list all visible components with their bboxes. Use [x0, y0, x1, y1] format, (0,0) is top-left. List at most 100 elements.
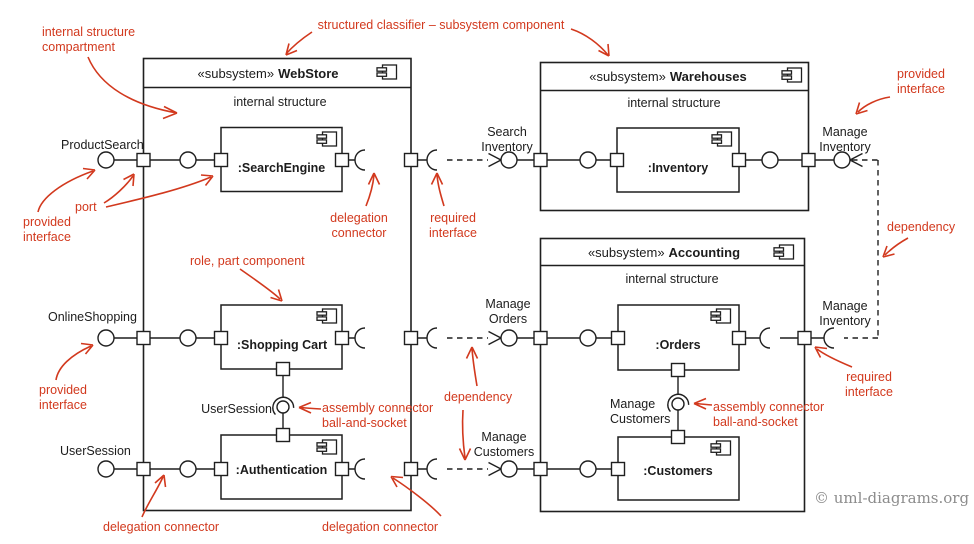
- webstore-title: «subsystem»WebStore: [197, 66, 338, 81]
- assembly-ball: [276, 400, 290, 414]
- accounting-title: «subsystem»Accounting: [588, 245, 740, 260]
- note-role-part-component: role, part component: [190, 254, 305, 268]
- required-interface-socket: [759, 327, 771, 349]
- provided-interface-ball: [579, 460, 597, 478]
- required-interface-socket: [426, 327, 438, 349]
- required-interface-socket: [354, 149, 366, 171]
- note-provided-interface-right: interface: [897, 82, 945, 96]
- provided-interface-ball: [97, 460, 115, 478]
- annotation-arrow: [855, 96, 891, 115]
- accounting-compartment-label: internal structure: [625, 272, 718, 286]
- note-delegation-connector-bottom-mid: delegation connector: [322, 520, 438, 534]
- note-required-interface-right: interface: [845, 385, 893, 399]
- port: [213, 152, 229, 168]
- annotation-arrow: [465, 346, 479, 387]
- annotation-arrow: [87, 56, 178, 120]
- required-interface-sockets: [354, 149, 835, 480]
- port: [801, 152, 816, 168]
- port: [533, 330, 548, 346]
- dependency-arrowheads: [488, 152, 863, 477]
- required-interface-socket: [823, 327, 835, 349]
- port: [670, 429, 686, 445]
- note-port: port: [75, 200, 97, 214]
- label-product-search: ProductSearch: [61, 138, 144, 152]
- annotation-arrow: [693, 397, 713, 410]
- solid-connector-lines: [114, 159, 834, 470]
- note-assembly-connector-right: ball-and-socket: [713, 415, 798, 429]
- webstore-compartment-label: internal structure: [233, 95, 326, 109]
- ports: [136, 152, 816, 477]
- annotation-arrow: [285, 31, 313, 56]
- part-inventory: :Inventory: [616, 127, 740, 193]
- dependency-dashed-lines: [447, 159, 879, 470]
- port: [731, 330, 747, 346]
- port: [334, 330, 350, 346]
- note-assembly-connector-left: ball-and-socket: [322, 416, 407, 430]
- annotation-arrow: [390, 475, 442, 517]
- provided-interface-ball: [500, 151, 518, 169]
- port: [610, 330, 626, 346]
- label-manage-customers: Customers: [474, 445, 534, 459]
- port: [403, 152, 419, 168]
- interface-labels: ProductSearch OnlineShopping UserSession…: [48, 125, 871, 459]
- provided-interface-ball: [579, 151, 597, 169]
- provided-interface-ball: [761, 151, 779, 169]
- note-provided-interface-top-left: interface: [23, 230, 71, 244]
- port: [275, 427, 291, 443]
- shopping-cart-name: :Shopping Cart: [237, 338, 328, 352]
- part-authentication: :Authentication: [220, 434, 343, 500]
- label-online-shopping: OnlineShopping: [48, 310, 137, 324]
- port: [213, 461, 229, 477]
- annotation-arrow: [570, 28, 610, 57]
- note-provided-interface-right: provided: [897, 67, 945, 81]
- inventory-name: :Inventory: [648, 161, 708, 175]
- label-manage-inventory-top: Inventory: [819, 140, 871, 154]
- provided-interface-ball: [97, 151, 115, 169]
- annotation-arrow: [239, 268, 283, 302]
- label-manage-customers-assembly: Manage: [610, 397, 655, 411]
- part-orders: :Orders: [617, 304, 740, 371]
- note-internal-structure-compartment: compartment: [42, 40, 115, 54]
- provided-interface-ball: [179, 460, 197, 478]
- search-engine-name: :SearchEngine: [238, 161, 326, 175]
- port: [334, 461, 350, 477]
- port: [136, 152, 151, 168]
- provided-interface-ball: [833, 151, 851, 169]
- required-interface-socket: [426, 149, 438, 171]
- assembly-socket: [667, 393, 690, 413]
- label-user-session: UserSession: [60, 444, 131, 458]
- annotations: internal structure compartment structure…: [23, 18, 956, 534]
- customers-name: :Customers: [643, 464, 713, 478]
- assembly-ball: [671, 397, 685, 411]
- port: [213, 330, 229, 346]
- annotation-arrow: [55, 342, 94, 381]
- annotation-arrow: [814, 346, 853, 368]
- part-search-engine: :SearchEngine: [220, 126, 343, 193]
- required-interface-socket: [354, 327, 366, 349]
- assembly-connectors: [272, 393, 690, 416]
- port: [533, 461, 548, 477]
- note-assembly-connector-right: assembly connector: [713, 400, 824, 414]
- label-manage-orders: Orders: [489, 312, 527, 326]
- port: [275, 361, 291, 377]
- warehouses-compartment-label: internal structure: [627, 96, 720, 110]
- label-manage-customers-assembly: Customers: [610, 412, 670, 426]
- note-dependency-right: dependency: [887, 220, 956, 234]
- port: [609, 152, 625, 168]
- provided-interface-balls: [97, 151, 851, 478]
- port: [136, 330, 151, 346]
- label-manage-customers: Manage: [481, 430, 526, 444]
- annotation-arrow: [365, 172, 381, 207]
- note-delegation-connector-mid: delegation: [330, 211, 388, 225]
- note-provided-interface-left: interface: [39, 398, 87, 412]
- label-search-inventory: Inventory: [481, 140, 533, 154]
- label-manage-inventory-top: Manage: [822, 125, 867, 139]
- warehouses-title: «subsystem»Warehouses: [589, 69, 746, 84]
- port: [797, 330, 812, 346]
- port: [136, 461, 151, 477]
- note-provided-interface-top-left: provided: [23, 215, 71, 229]
- orders-name: :Orders: [655, 338, 700, 352]
- provided-interface-ball: [500, 460, 518, 478]
- note-dependency-mid: dependency: [444, 390, 513, 404]
